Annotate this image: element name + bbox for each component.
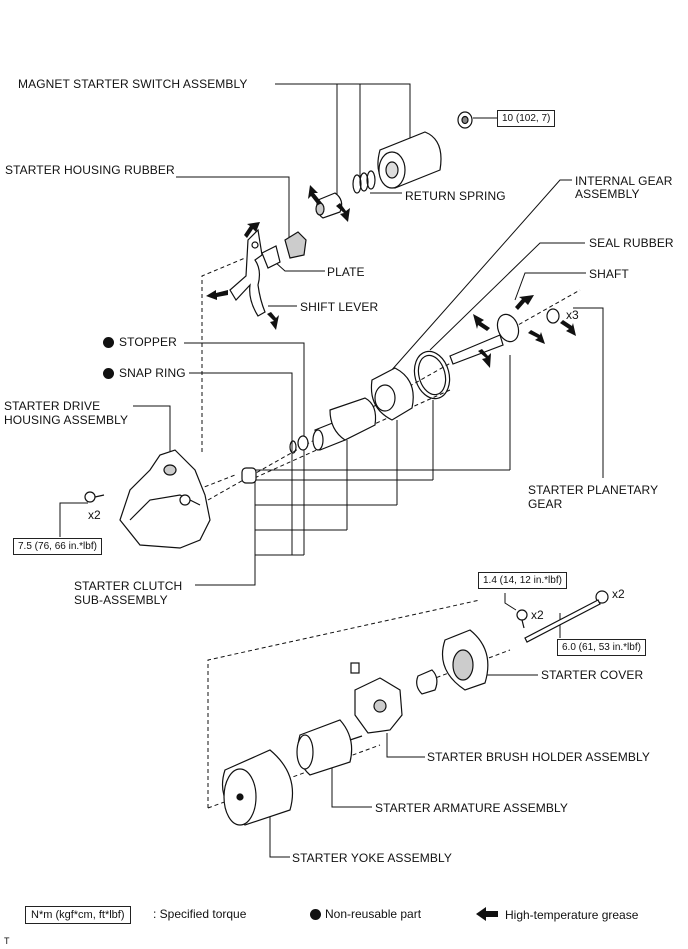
leader-internal-gear [389,179,572,373]
legend-non-reusable-dot [310,909,321,920]
cover-screw-part [516,609,528,629]
return-spring-part [352,170,376,194]
label-internal-gear-1: INTERNAL GEAR [575,174,673,188]
non-reusable-dot-snap-ring [103,368,114,379]
magnet-switch-part [377,131,442,189]
leader-clutch [195,470,256,586]
label-internal-gear-2: ASSEMBLY [575,187,640,201]
label-drive-housing-1: STARTER DRIVE [4,399,101,413]
label-clutch-1: STARTER CLUTCH [74,579,183,593]
leader-plate [274,261,325,272]
brush-holder-part [350,662,403,734]
mult-through-bolts: x2 [612,587,625,601]
label-plate: PLATE [327,265,365,279]
leader-shaft [514,272,586,301]
leader-housing-rubber [176,176,290,240]
non-reusable-dot-stopper [103,337,114,348]
snap-ring-part [289,440,297,454]
torque-housing-bolt: 7.5 (76, 66 in.*lbf) [13,538,102,555]
drive-housing-part [119,449,211,549]
seal-rubber-part [413,350,451,400]
leader-drive-housing [133,405,171,455]
housing-rubber-part [284,231,307,259]
yoke-part [221,749,294,826]
plate-part [261,245,281,269]
bushing-part [416,669,438,695]
label-housing-rubber: STARTER HOUSING RUBBER [5,163,175,177]
torque-cover-screw: 1.4 (14, 12 in.*lbf) [478,572,567,589]
clutch-part [312,397,377,451]
label-yoke: STARTER YOKE ASSEMBLY [292,851,452,865]
label-planetary-2: GEAR [528,497,563,511]
planetary-gear-part [546,308,560,324]
label-stopper: STOPPER [119,335,177,349]
label-planetary-1: STARTER PLANETARY [528,483,659,497]
legend-non-reusable: Non-reusable part [325,907,422,921]
grease-arrows [206,185,576,368]
mult-cover-screws: x2 [531,608,544,622]
mult-housing-bolts: x2 [88,508,101,522]
leader-planetary [573,307,604,478]
torque-through-bolt: 6.0 (61, 53 in.*lbf) [557,639,646,656]
label-return-spring: RETURN SPRING [405,189,506,203]
label-shift-lever: SHIFT LEVER [300,300,379,314]
leader-snap-ring [189,372,293,555]
label-magnet-switch: MAGNET STARTER SWITCH ASSEMBLY [18,77,248,91]
housing-bolt-part [84,491,105,503]
armature-part [296,719,363,776]
shaft-part [449,313,520,365]
label-shaft: SHAFT [589,267,629,281]
label-clutch-2: SUB-ASSEMBLY [74,593,168,607]
label-snap-ring: SNAP RING [119,366,186,380]
leader-armature [331,768,372,808]
roller-part [241,467,257,484]
grease-legend-icon [476,907,498,921]
label-seal-rubber: SEAL RUBBER [589,236,674,250]
switch-nut-part [457,111,473,129]
label-drive-housing-2: HOUSING ASSEMBLY [4,413,129,427]
internal-gear-part [370,367,414,421]
corner-mark: T [4,936,10,946]
stopper-part [297,435,309,451]
label-armature: STARTER ARMATURE ASSEMBLY [375,801,568,815]
leader-yoke [269,810,290,858]
through-bolt-part [524,590,609,643]
cover-part [441,629,489,691]
leader-stopper [184,342,305,555]
leader-magnet-switch [275,83,411,140]
mult-shaft-bolts: x3 [566,308,579,322]
plunger-part [315,192,343,219]
legend-grease: High-temperature grease [505,908,639,922]
label-cover: STARTER COVER [541,668,644,682]
leader-brush-holder [386,733,425,758]
legend-torque-unit: N*m (kgf*cm, ft*lbf) [25,906,131,924]
shift-lever-part [229,228,266,317]
label-brush-holder: STARTER BRUSH HOLDER ASSEMBLY [427,750,650,764]
leader-seal-rubber [429,242,585,351]
torque-switch-nut: 10 (102, 7) [497,110,556,127]
legend-torque-desc: : Specified torque [153,907,247,921]
